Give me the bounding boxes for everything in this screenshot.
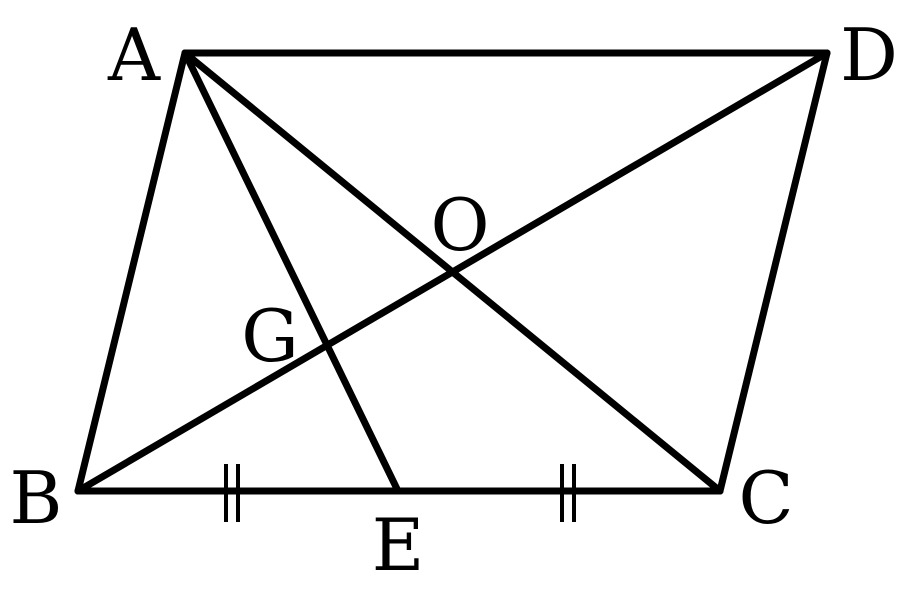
equal-mark-ec — [560, 464, 576, 522]
label-e: E — [372, 503, 425, 587]
label-b: B — [10, 456, 63, 540]
segment-ab — [74, 49, 189, 495]
equal-mark-be — [224, 464, 240, 522]
label-o: O — [430, 183, 489, 267]
diagonal-bd — [74, 49, 831, 495]
segment-dc — [716, 49, 831, 495]
label-c: C — [738, 456, 793, 540]
label-a: A — [107, 13, 161, 97]
segment-ae — [181, 49, 402, 495]
label-g: G — [241, 294, 299, 378]
label-d: D — [840, 13, 898, 97]
